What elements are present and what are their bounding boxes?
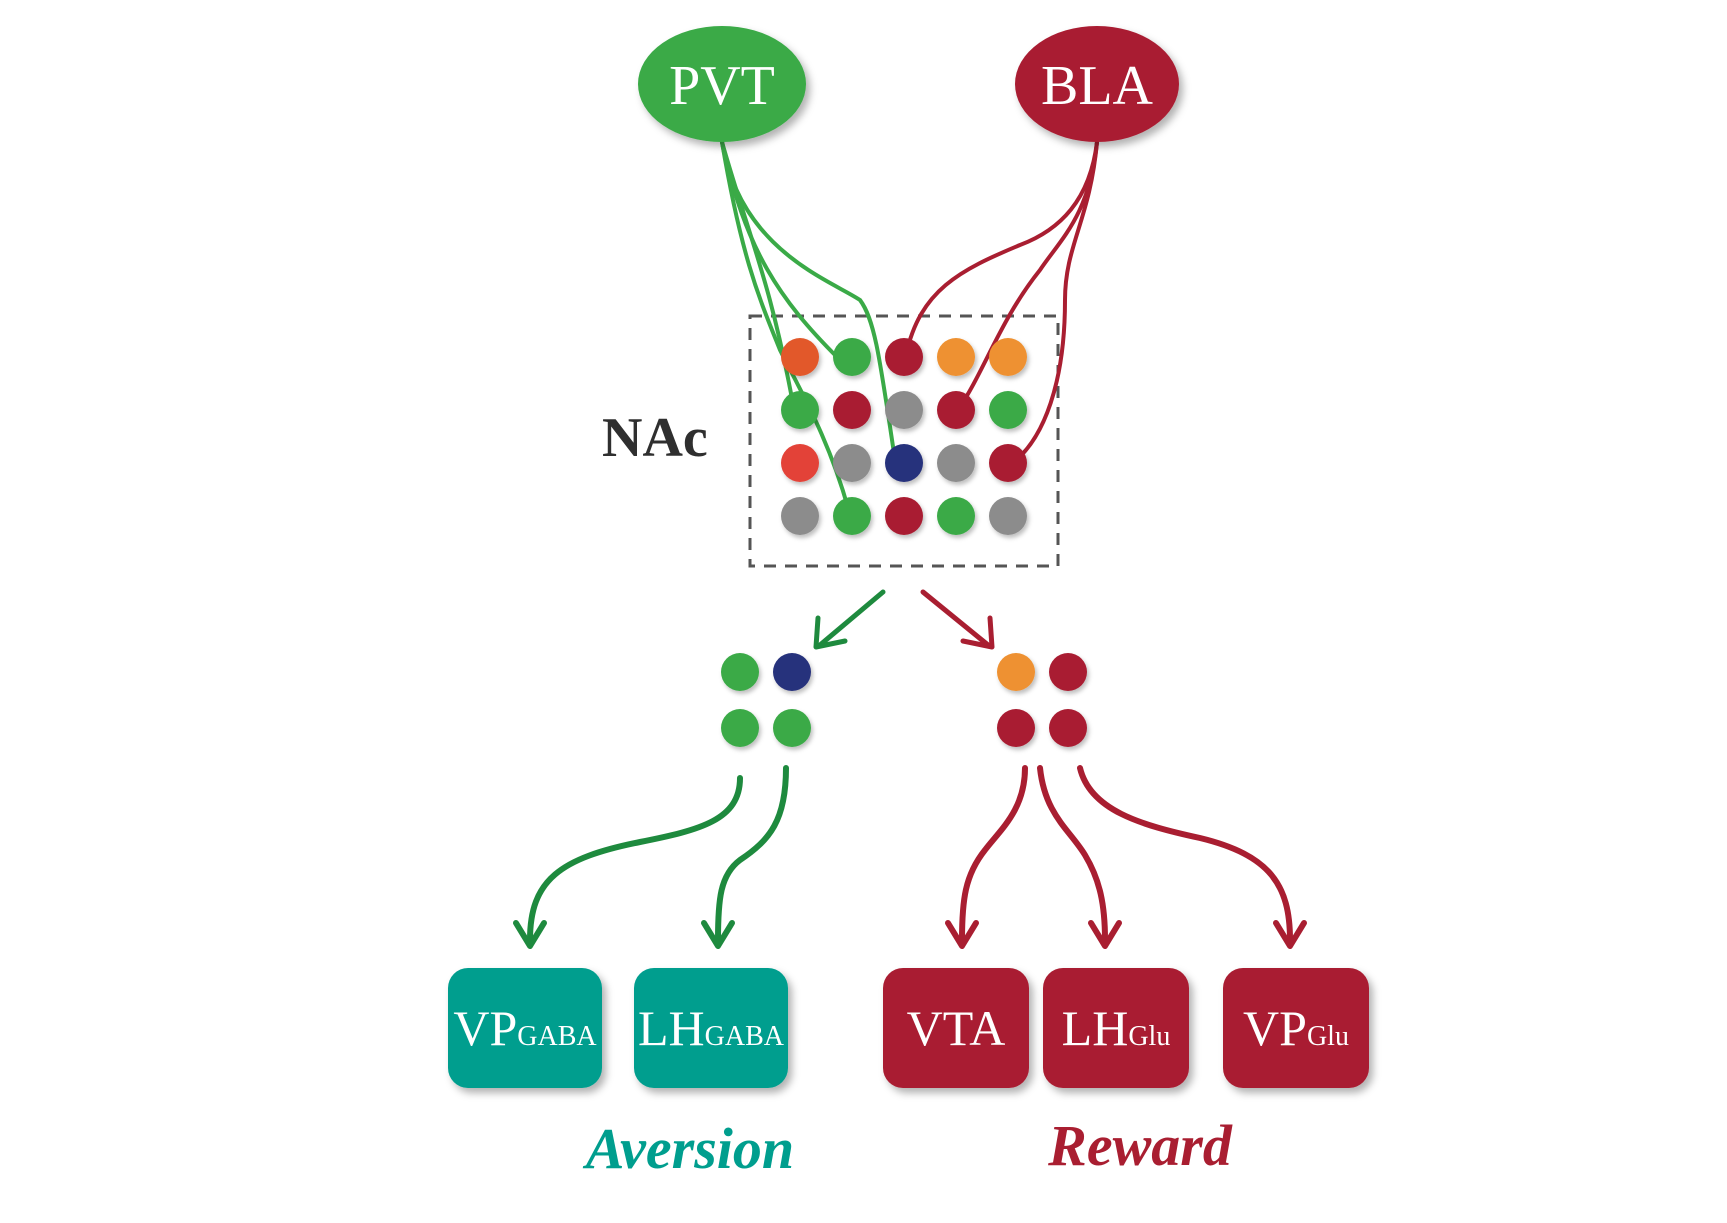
target-lh-glu: LHGlu <box>1043 968 1189 1088</box>
pvt-projection-line <box>720 140 897 462</box>
target-vta: VTA <box>883 968 1029 1088</box>
cluster-neuron-dot <box>721 653 759 691</box>
aversion-outcome-label: Aversion <box>583 1116 794 1181</box>
target-box <box>634 968 788 1088</box>
nac-neuron-dot <box>989 444 1027 482</box>
bla-node <box>1015 26 1179 142</box>
reward-output-arrows <box>945 765 1307 949</box>
pvt-ellipse <box>638 26 806 142</box>
nac-label: NAc <box>602 407 708 469</box>
nac-neuron-dot <box>833 391 871 429</box>
pvt-node <box>638 26 806 142</box>
cluster-neuron-dot <box>1049 709 1087 747</box>
nac-neuron-dot <box>885 497 923 535</box>
nac-neuron-dot <box>937 497 975 535</box>
reward-outcome-label: Reward <box>1047 1113 1233 1178</box>
bla-ellipse <box>1015 26 1179 142</box>
nac-neuron-dot <box>833 338 871 376</box>
target-label: VPGlu <box>1243 1000 1349 1056</box>
bla-projection-line <box>956 140 1099 412</box>
target-label: VTA <box>907 1000 1006 1056</box>
nac-neuron-dot <box>781 497 819 535</box>
cluster-neuron-dot <box>997 653 1035 691</box>
arrow-to-vp-gaba <box>527 775 743 943</box>
nac-to-aversion-arrow <box>813 589 886 650</box>
arrow-head <box>1088 920 1122 949</box>
nac-neuron-dot <box>937 338 975 376</box>
arrow-head <box>513 920 547 949</box>
nac-neuron-dot <box>885 444 923 482</box>
target-label: VPGABA <box>453 1000 597 1056</box>
pvt-label: PVT <box>669 55 775 117</box>
bla-label: BLA <box>1041 55 1154 117</box>
nac-neuron-dot <box>781 444 819 482</box>
cluster-neuron-dot <box>1049 653 1087 691</box>
nac-neuron-dot <box>989 497 1027 535</box>
nac-neuron-dot <box>781 391 819 429</box>
target-vp-glu: VPGlu <box>1223 968 1369 1088</box>
target-vp-gaba: VPGABA <box>448 968 602 1088</box>
nac-neuron-dot <box>937 391 975 429</box>
cluster-neuron-dot <box>997 709 1035 747</box>
nac-neuron-dot <box>885 391 923 429</box>
nac-neuron-dot <box>989 391 1027 429</box>
pvt-projection-line <box>720 140 852 517</box>
bla-projection-line <box>1008 140 1099 467</box>
nac-region-box <box>748 314 1060 568</box>
reward-neuron-cluster <box>997 653 1087 747</box>
nac-neuron-grid <box>781 338 1027 535</box>
aversion-neuron-cluster <box>721 653 811 747</box>
arrow-head <box>701 920 735 949</box>
nac-neuron-dot <box>885 338 923 376</box>
nac-neuron-dot <box>833 497 871 535</box>
arrow-to-lh-gaba <box>715 765 789 943</box>
arrow-to-vta <box>959 765 1028 943</box>
nac-neuron-dot <box>833 444 871 482</box>
target-box <box>883 968 1029 1088</box>
target-box <box>1223 968 1369 1088</box>
nac-neuron-dot <box>937 444 975 482</box>
target-box <box>1043 968 1189 1088</box>
cluster-neuron-dot <box>721 709 759 747</box>
aversion-output-arrows <box>513 765 789 949</box>
nac-to-reward-arrow <box>920 589 995 650</box>
nac-neuron-dot <box>989 338 1027 376</box>
target-box <box>448 968 602 1088</box>
arrow-head <box>1273 920 1307 949</box>
bla-projections <box>904 140 1099 467</box>
pvt-projections <box>720 140 897 517</box>
arrow-to-vp-glu <box>1077 765 1293 943</box>
arrow-head <box>945 920 979 949</box>
cluster-neuron-dot <box>773 653 811 691</box>
bla-projection-line <box>904 140 1099 357</box>
target-label: LHGlu <box>1062 1000 1171 1056</box>
target-lh-gaba: LHGABA <box>634 968 788 1088</box>
target-label: LHGABA <box>638 1000 785 1056</box>
arrow-to-lh-glu <box>1037 765 1108 943</box>
cluster-neuron-dot <box>773 709 811 747</box>
nac-neuron-dot <box>781 338 819 376</box>
